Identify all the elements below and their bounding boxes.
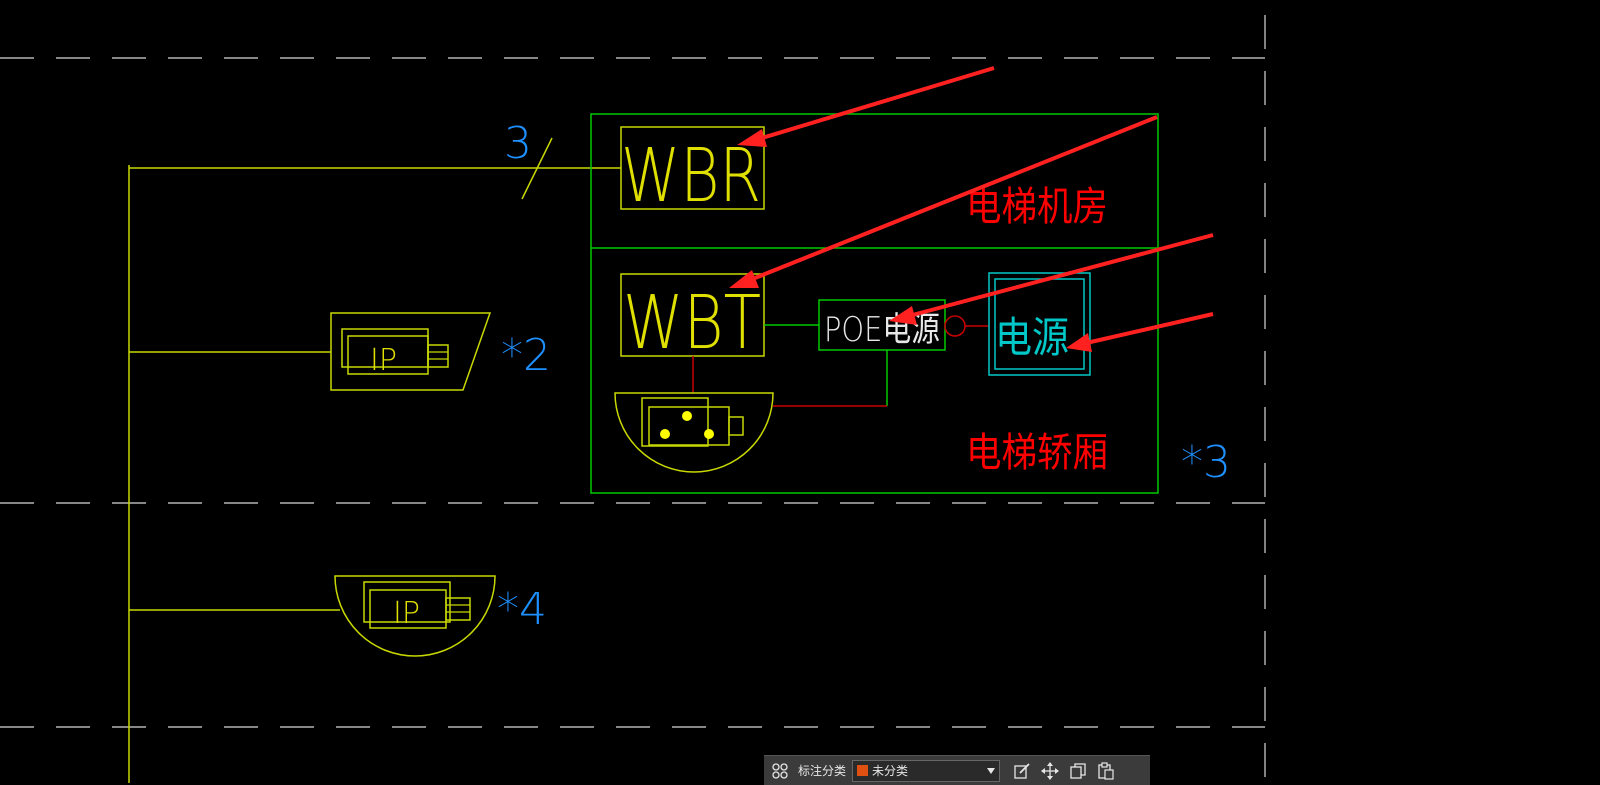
- wbr-box[interactable]: [620, 126, 765, 210]
- conductor-count: 3: [504, 118, 532, 169]
- multiplier-gun-camera: *2: [501, 330, 551, 381]
- edit-icon[interactable]: [1010, 759, 1034, 783]
- category-color-swatch: [857, 765, 869, 776]
- conductor-slash: [521, 137, 553, 200]
- power-supply-box[interactable]: [988, 272, 1091, 376]
- wbt-text: WBT: [623, 280, 761, 366]
- category-select[interactable]: 未分类: [852, 759, 1001, 782]
- machine-room-label: 电梯机房: [966, 184, 1108, 230]
- multiplier-dome-camera: *4: [497, 584, 547, 635]
- arrow-to-wbr: [737, 66, 995, 147]
- gun-camera-ip-text: IP: [370, 343, 397, 378]
- category-select-value: 未分类: [872, 764, 909, 778]
- elevator-car-label: 电梯轿厢: [966, 430, 1108, 476]
- poe-power-text: POE电源: [824, 310, 940, 350]
- car-dome-camera[interactable]: [614, 392, 774, 473]
- gun-camera-symbol[interactable]: [330, 312, 492, 391]
- arrow-to-poe-power: [889, 233, 1214, 325]
- arrow-to-wbt: [729, 115, 1158, 288]
- dome-camera-symbol[interactable]: [334, 575, 496, 657]
- wbr-text: WBR: [621, 133, 761, 219]
- power-supply-inner: [994, 278, 1085, 370]
- chevron-down-icon: [987, 767, 996, 774]
- move-icon[interactable]: [1038, 759, 1062, 783]
- arrow-to-power-supply: [1066, 312, 1214, 352]
- multiplier-car: *3: [1181, 437, 1231, 488]
- connector-circle: [944, 315, 966, 337]
- four-squares-icon[interactable]: [768, 759, 792, 783]
- annotation-toolbar: 标注分类 未分类: [764, 755, 1150, 785]
- dome-camera-ip-text: IP: [393, 596, 420, 631]
- elevator-frame: [590, 113, 1159, 494]
- paste-icon[interactable]: [1094, 759, 1118, 783]
- copy-icon[interactable]: [1066, 759, 1090, 783]
- category-label: 标注分类: [798, 764, 847, 778]
- power-supply-text: 电源: [995, 313, 1069, 362]
